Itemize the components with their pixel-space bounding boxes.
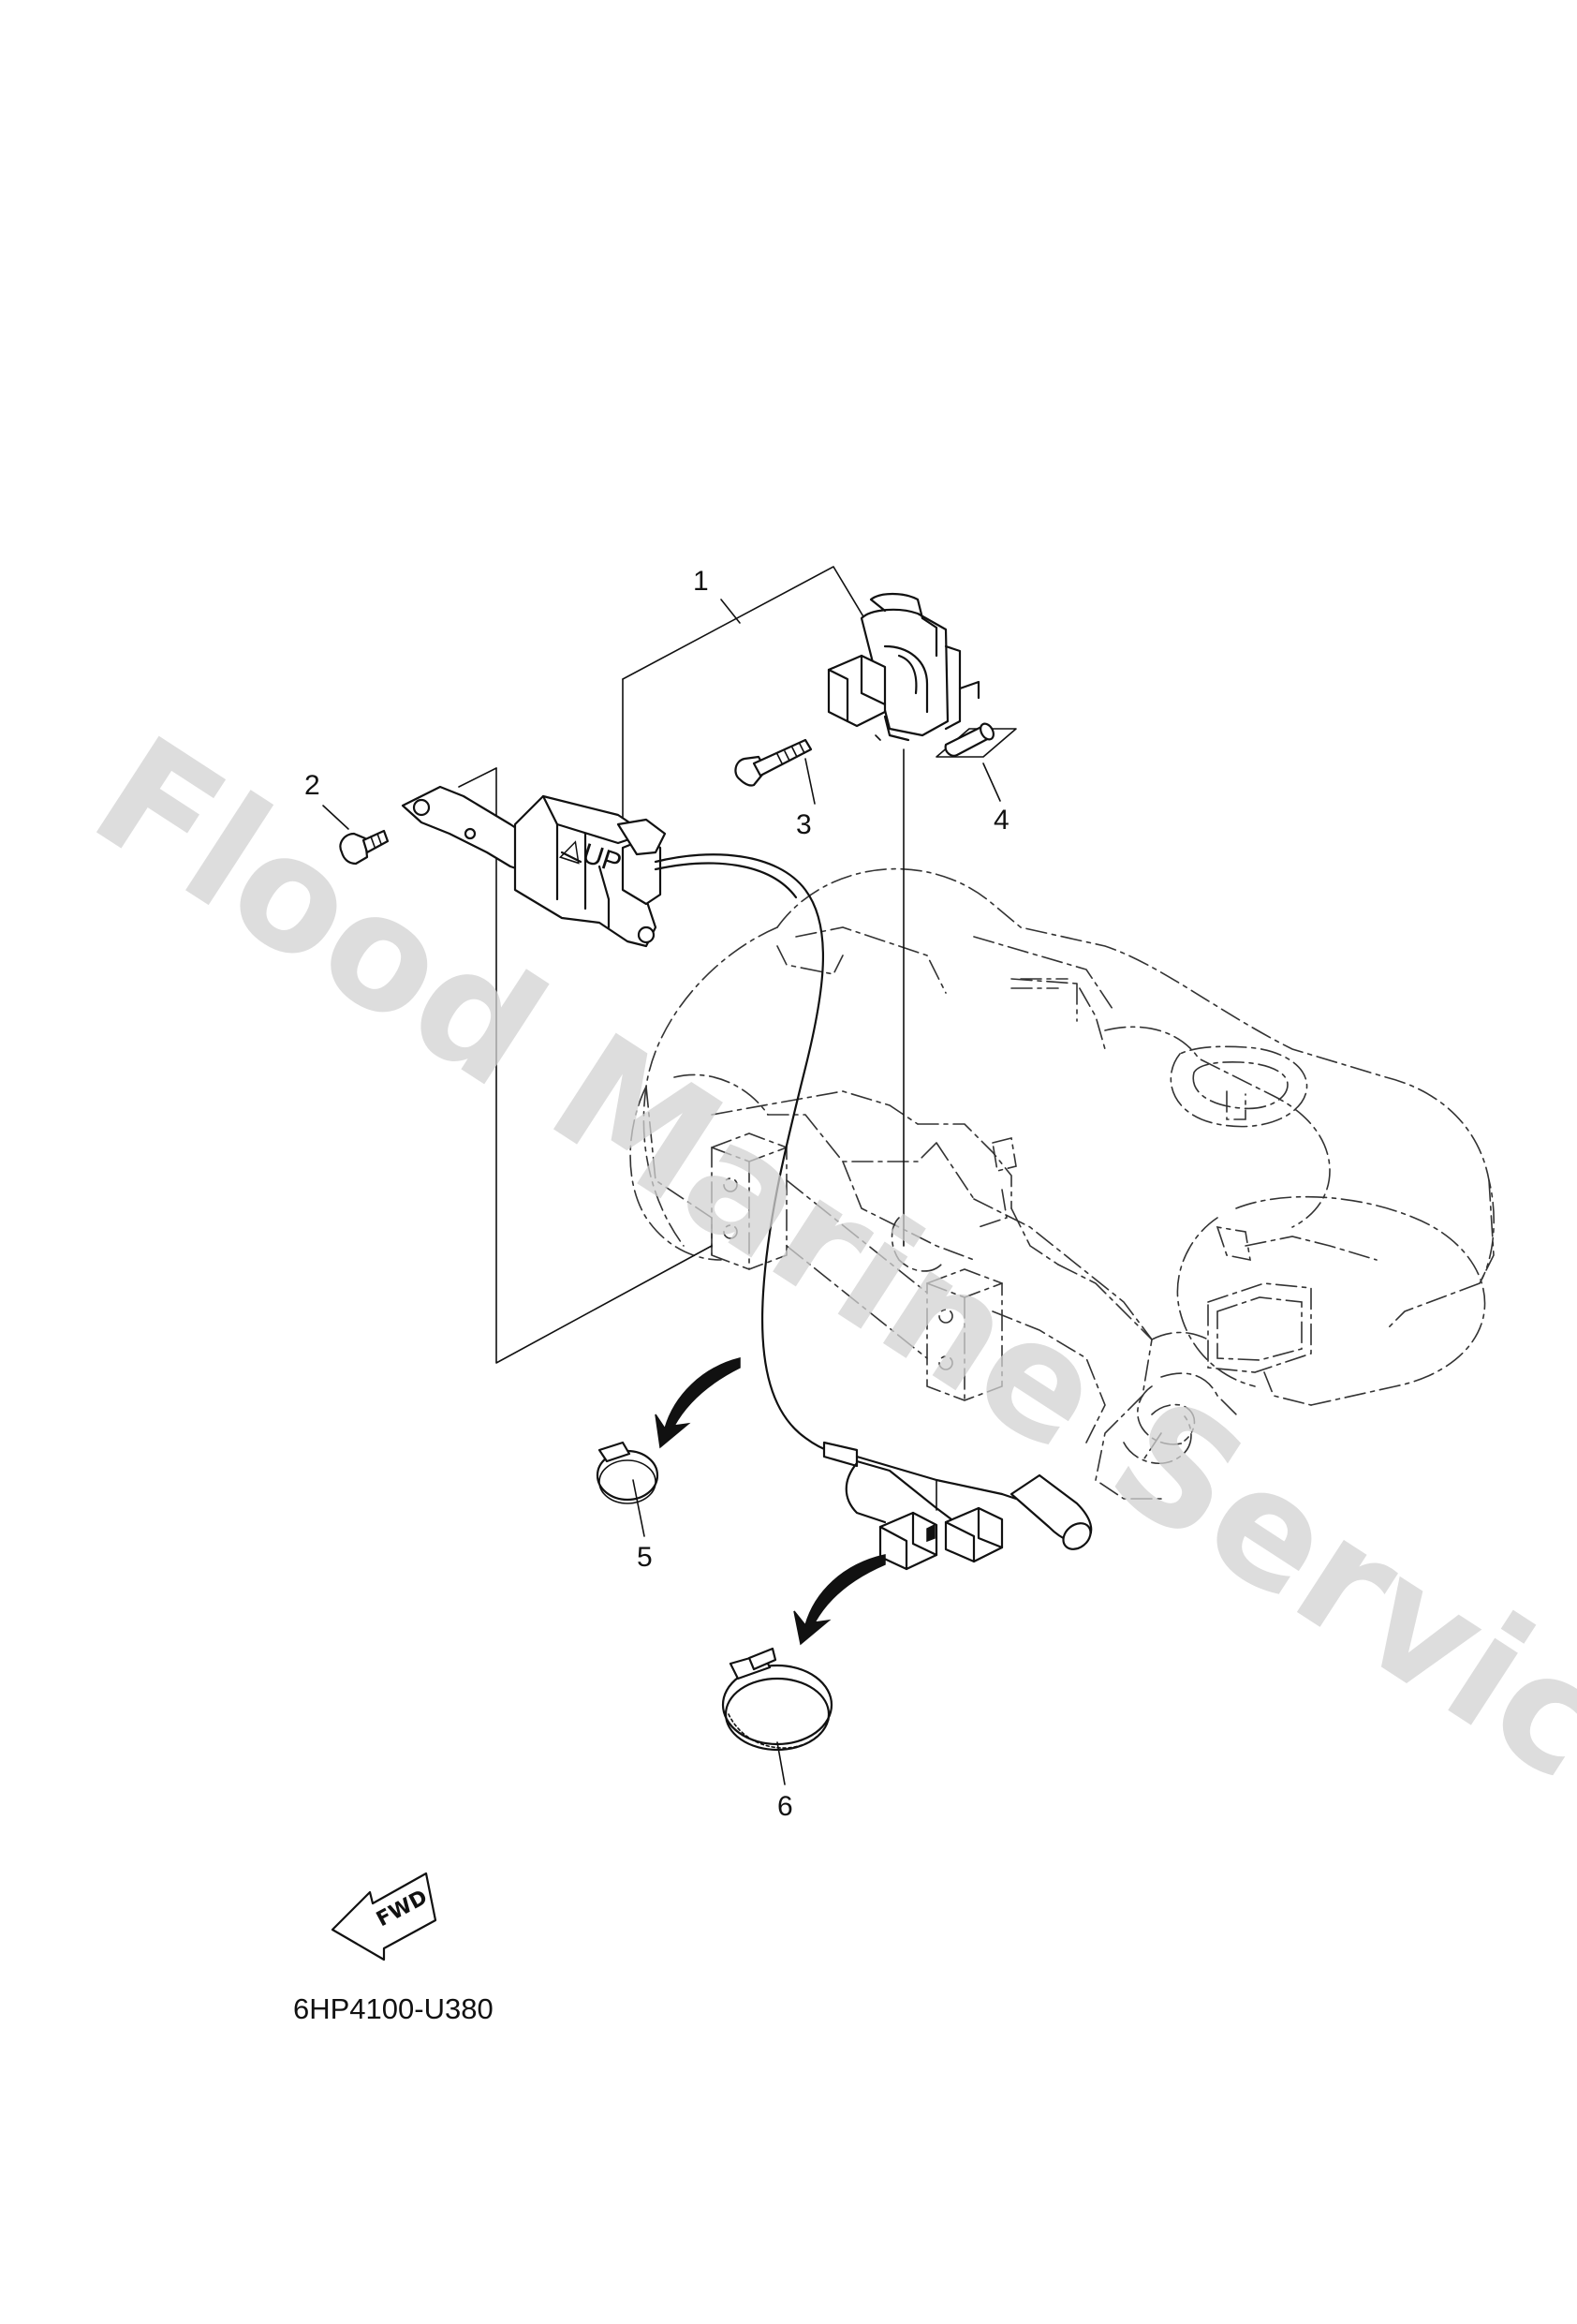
callout-3: 3 — [796, 809, 812, 840]
fwd-arrow-icon: FWD — [331, 1872, 437, 1961]
clamp-part-6 — [721, 1554, 886, 1752]
callout-4: 4 — [994, 805, 1010, 836]
callout-6: 6 — [777, 1791, 793, 1822]
leader-lines — [322, 566, 1001, 1785]
drawing-code: 6HP4100-U380 — [293, 1992, 494, 2025]
wire-harness — [654, 853, 1093, 1571]
callouts: 1 2 3 4 5 6 — [304, 566, 1010, 1822]
callout-2: 2 — [304, 770, 320, 801]
clamp-part-5 — [596, 1357, 741, 1504]
callout-1: 1 — [693, 566, 709, 597]
callout-5: 5 — [637, 1542, 653, 1573]
collar-part-4 — [936, 722, 1017, 758]
trim-switch-assembly: △UP — [401, 785, 667, 948]
screw-part-2 — [339, 829, 390, 866]
bolt-part-3 — [734, 738, 813, 787]
watermark: Flood Marine Services — [64, 702, 1577, 1924]
trim-sensor-upper — [827, 592, 980, 742]
